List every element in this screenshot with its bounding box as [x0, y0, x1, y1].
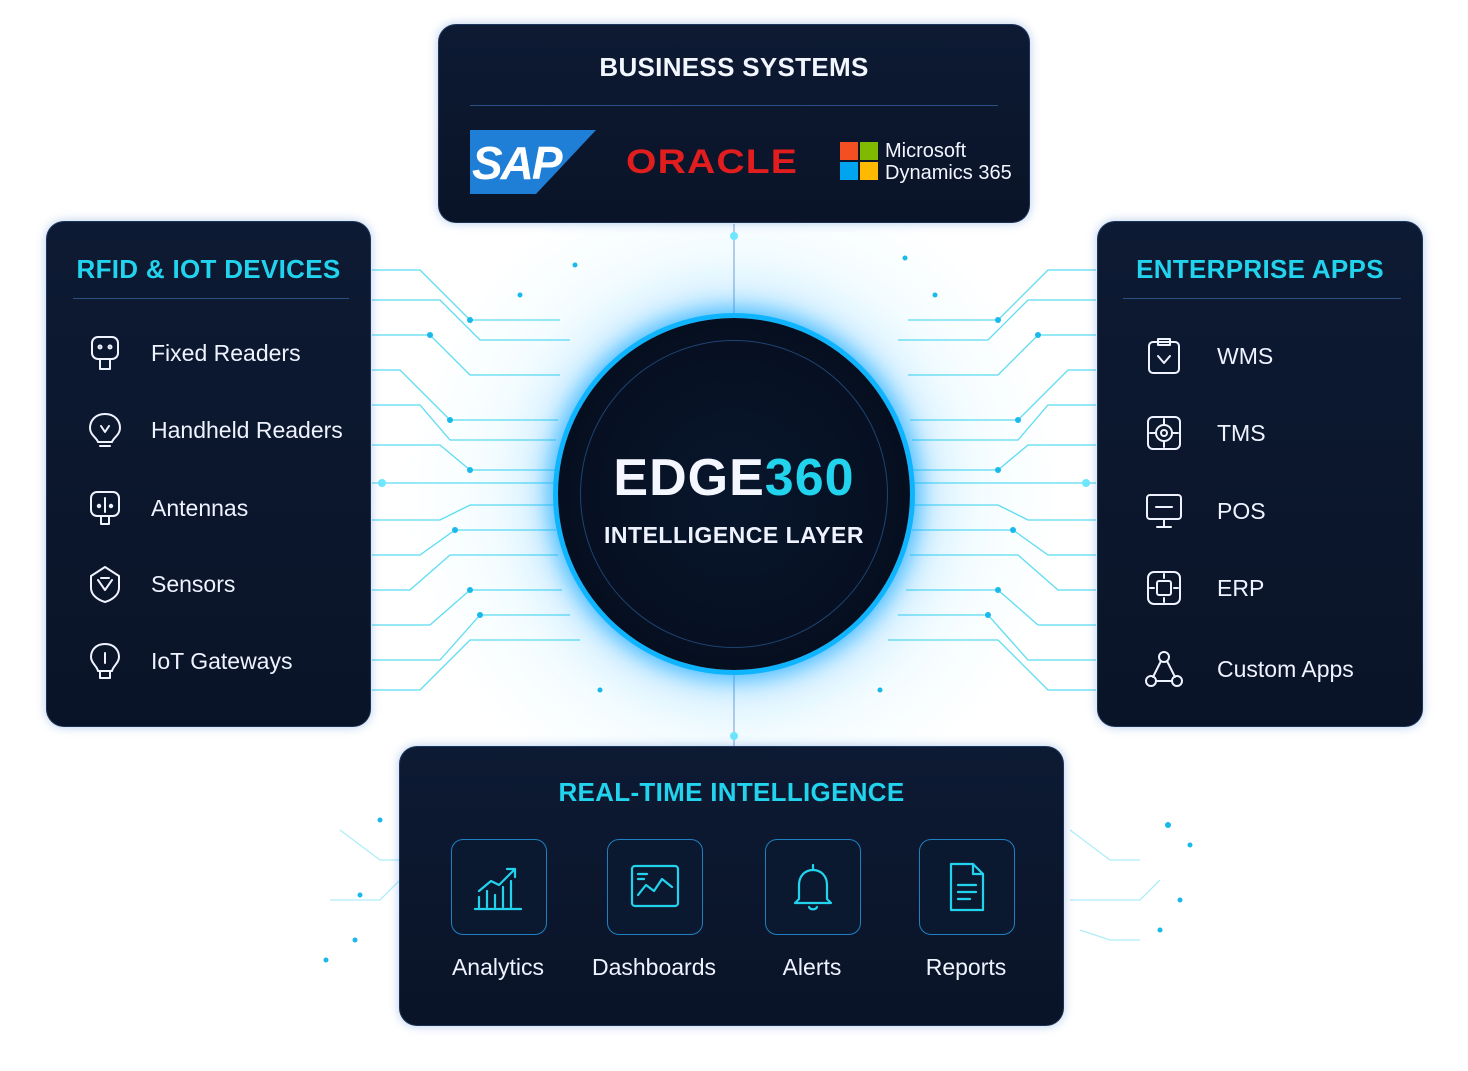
devices-panel: RFID & IOT DEVICES Fixed Readers Handhel…	[46, 221, 371, 727]
sap-logo-text: SAP	[472, 137, 563, 189]
tile-label: Alerts	[782, 954, 842, 980]
monitor-icon	[1143, 490, 1185, 532]
sensor-icon	[84, 563, 126, 605]
device-label: Antennas	[151, 494, 249, 521]
microsoft-squares-icon	[840, 142, 878, 180]
clipboard-icon	[1143, 335, 1185, 377]
tile-analytics[interactable]	[451, 839, 547, 935]
divider	[73, 298, 349, 299]
oracle-logo[interactable]: ORACLE	[626, 143, 798, 181]
antenna-icon	[84, 487, 126, 529]
app-item-custom-apps[interactable]: Custom Apps	[1143, 648, 1354, 690]
device-item-antennas[interactable]: Antennas	[84, 487, 248, 529]
chip-icon	[1143, 567, 1185, 609]
device-item-sensors[interactable]: Sensors	[84, 563, 235, 605]
ms-line1: Microsoft	[885, 140, 967, 162]
tile-reports[interactable]	[919, 839, 1015, 935]
divider	[470, 105, 998, 106]
app-item-wms[interactable]: WMS	[1143, 335, 1273, 377]
app-label: POS	[1217, 497, 1266, 524]
hub-title-360: 360	[764, 449, 855, 507]
intelligence-title: REAL-TIME INTELLIGENCE	[558, 777, 905, 807]
fixed-reader-icon	[84, 332, 126, 374]
device-label: IoT Gateways	[151, 647, 293, 674]
devices-title: RFID & IOT DEVICES	[76, 254, 341, 284]
app-item-pos[interactable]: POS	[1143, 490, 1266, 532]
apps-panel: ENTERPRISE APPS WMS TMS POS ERP Custom A…	[1097, 221, 1423, 727]
device-item-iot-gateways[interactable]: IoT Gateways	[84, 640, 292, 682]
app-label: Custom Apps	[1217, 655, 1354, 682]
hub-inner-ring	[580, 340, 888, 648]
network-icon	[1143, 648, 1185, 690]
sap-logo[interactable]: SAP	[470, 130, 596, 194]
gear-icon	[1143, 412, 1185, 454]
tile-label: Reports	[925, 954, 1007, 980]
bell-icon	[793, 863, 833, 911]
device-label: Sensors	[151, 570, 236, 597]
hub-title-edge: EDGE	[613, 449, 765, 507]
app-label: WMS	[1217, 342, 1274, 369]
business-systems-panel: BUSINESS SYSTEMS SAP ORACLE Microsoft Dy…	[438, 24, 1030, 223]
divider	[1123, 298, 1401, 299]
ms-line2: Dynamics 365	[885, 162, 1012, 184]
app-item-tms[interactable]: TMS	[1143, 412, 1266, 454]
microsoft-dynamics-logo[interactable]: Microsoft Dynamics 365	[840, 140, 1020, 188]
tile-label: Analytics	[451, 954, 545, 980]
device-label: Handheld Readers	[151, 416, 343, 443]
intelligence-panel: REAL-TIME INTELLIGENCE Analytics Dashboa…	[399, 746, 1064, 1026]
gateway-icon	[84, 640, 126, 682]
hub-subtitle: INTELLIGENCE LAYER	[604, 522, 864, 548]
tile-alerts[interactable]	[765, 839, 861, 935]
edge360-hub: EDGE360 INTELLIGENCE LAYER	[558, 318, 910, 670]
device-label: Fixed Readers	[151, 339, 301, 366]
app-label: TMS	[1217, 419, 1266, 446]
dashboard-icon	[630, 864, 680, 908]
business-systems-title: BUSINESS SYSTEMS	[599, 52, 869, 82]
apps-title: ENTERPRISE APPS	[1136, 254, 1384, 284]
device-item-handheld-readers[interactable]: Handheld Readers	[84, 409, 343, 451]
analytics-icon	[473, 867, 523, 911]
device-item-fixed-readers[interactable]: Fixed Readers	[84, 332, 301, 374]
handheld-reader-icon	[84, 409, 126, 451]
app-item-erp[interactable]: ERP	[1143, 567, 1264, 609]
tile-label: Dashboards	[591, 954, 717, 980]
tile-dashboards[interactable]	[607, 839, 703, 935]
app-label: ERP	[1217, 574, 1265, 601]
hub-title: EDGE360	[558, 448, 910, 508]
report-icon	[949, 862, 985, 912]
